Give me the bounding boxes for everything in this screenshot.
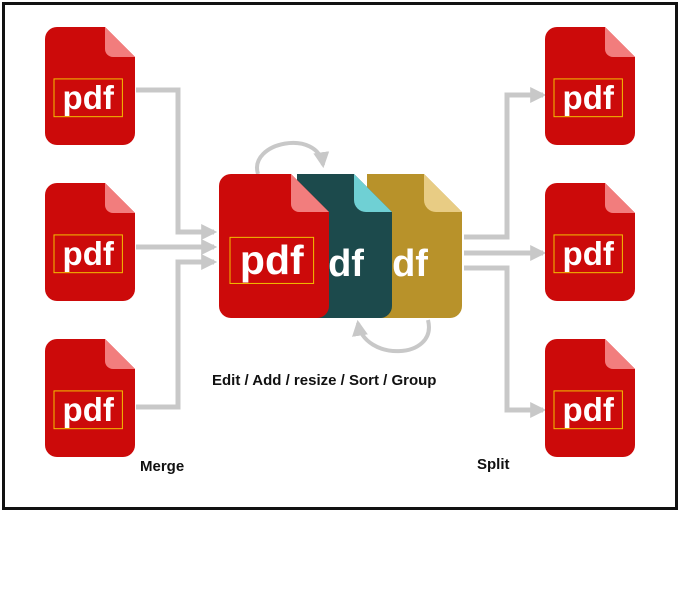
merge-input-file-1: pdf xyxy=(45,27,135,145)
merge-arrow-bottom xyxy=(136,253,218,410)
split-connectors xyxy=(464,86,547,419)
pdf-label-box xyxy=(53,78,123,118)
pdf-label: pdf xyxy=(240,237,304,283)
center-caption: Edit / Add / resize / Sort / Group xyxy=(212,372,437,389)
stack-gold-label: df xyxy=(392,243,428,285)
split-caption: Split xyxy=(477,456,510,473)
pdf-label: pdf xyxy=(563,235,615,272)
merge-connectors xyxy=(136,87,218,410)
pdf-label: pdf xyxy=(63,391,115,428)
pdf-label-box xyxy=(229,236,315,284)
pdf-label-box xyxy=(553,234,623,274)
split-output-file-1: pdf xyxy=(545,27,635,145)
pdf-label-box xyxy=(553,78,623,118)
split-arrow-bottom xyxy=(464,265,547,419)
pdf-label-box xyxy=(553,390,623,430)
reorder-arrow-top xyxy=(255,140,330,175)
merge-arrow-top xyxy=(136,87,218,241)
merge-input-file-2: pdf xyxy=(45,183,135,301)
stack-teal-label: df xyxy=(328,243,364,285)
pdf-label-box xyxy=(53,234,123,274)
merge-caption: Merge xyxy=(140,458,185,475)
split-arrow-top xyxy=(464,86,547,240)
pdf-label: pdf xyxy=(563,79,615,116)
merge-input-file-3: pdf xyxy=(45,339,135,457)
reorder-arrow-bottom xyxy=(352,319,431,354)
pdf-label-box xyxy=(53,390,123,430)
center-front-file: pdf xyxy=(219,174,329,318)
split-output-file-3: pdf xyxy=(545,339,635,457)
split-output-file-2: pdf xyxy=(545,183,635,301)
pdf-label: pdf xyxy=(563,391,615,428)
pdf-label: pdf xyxy=(63,235,115,272)
red-files: pdf pdf pdf pdf pdf pdf pdf xyxy=(45,27,635,457)
pdf-label: pdf xyxy=(63,79,115,116)
